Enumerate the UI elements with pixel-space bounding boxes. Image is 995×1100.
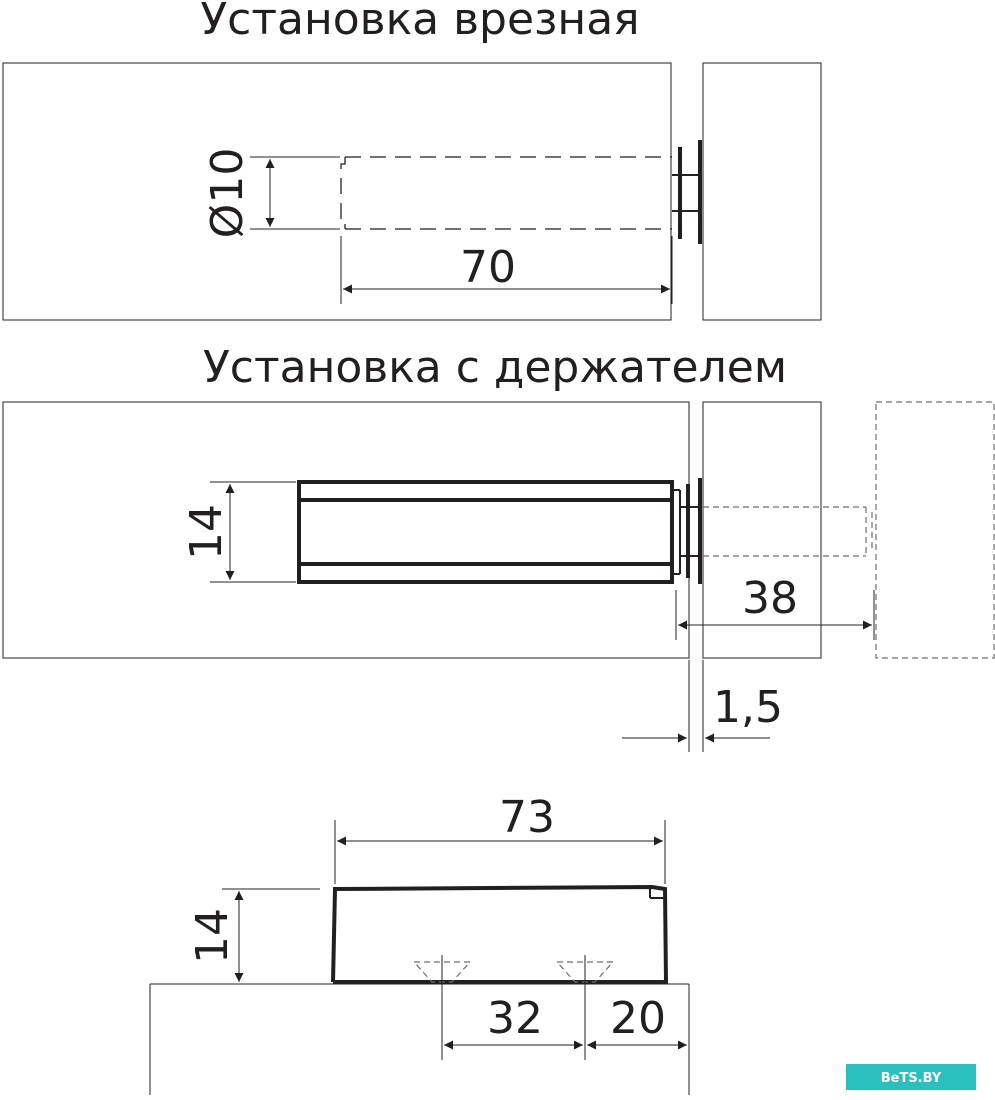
- mortise-cabinet-panel: [2, 62, 672, 321]
- side-edge-offset-dimension: 20: [587, 993, 687, 1050]
- screw-hole-1: [413, 955, 472, 1060]
- mounting-surface: [149, 983, 690, 1095]
- mortise-diameter-dimension: Ø10: [202, 148, 340, 239]
- holder-side-body: [331, 884, 669, 984]
- holder-door-open-ghost: [875, 401, 995, 659]
- mortise-depth-dimension: 70: [340, 236, 673, 304]
- holder-height-dimension: 14: [181, 481, 296, 583]
- side-hole-spacing-label: 32: [487, 993, 543, 1044]
- holder-height-label: 14: [181, 504, 232, 560]
- holder-gap-label: 1,5: [713, 682, 783, 733]
- holder-travel-dimension: 38: [675, 573, 875, 640]
- mortise-title: Установка врезная: [200, 0, 639, 45]
- side-height-dimension: 14: [187, 888, 320, 985]
- mortise-pusher-head: [672, 140, 702, 244]
- holder-cabinet-panel: [2, 401, 690, 659]
- holder-door-panel: [702, 401, 822, 659]
- holder-body: [297, 480, 681, 584]
- holder-gap-dimension: 1,5: [622, 660, 783, 752]
- watermark-logo: BeTS.BY: [846, 1064, 976, 1090]
- side-length-dimension: 73: [334, 792, 666, 884]
- watermark-text: BeTS.BY: [881, 1071, 942, 1086]
- holder-installation-view: Установка с держателем: [2, 342, 995, 752]
- holder-travel-label: 38: [742, 573, 798, 624]
- side-edge-offset-label: 20: [610, 993, 666, 1044]
- mortise-depth-label: 70: [460, 242, 516, 293]
- holder-side-view: 73 14 32 20: [149, 792, 690, 1095]
- side-height-label: 14: [187, 908, 238, 964]
- screw-hole-2: [556, 955, 615, 1060]
- side-length-label: 73: [499, 792, 555, 843]
- mortise-bore-hidden: [340, 156, 672, 230]
- holder-pusher-extended: [703, 506, 873, 557]
- holder-pusher-head: [680, 478, 702, 584]
- mortise-door-panel: [702, 62, 822, 321]
- mortise-installation-view: Установка врезная Ø10 70: [2, 0, 822, 321]
- mortise-diameter-label: Ø10: [202, 148, 253, 239]
- side-hole-spacing-dimension: 32: [444, 993, 583, 1050]
- holder-title: Установка с держателем: [203, 342, 787, 393]
